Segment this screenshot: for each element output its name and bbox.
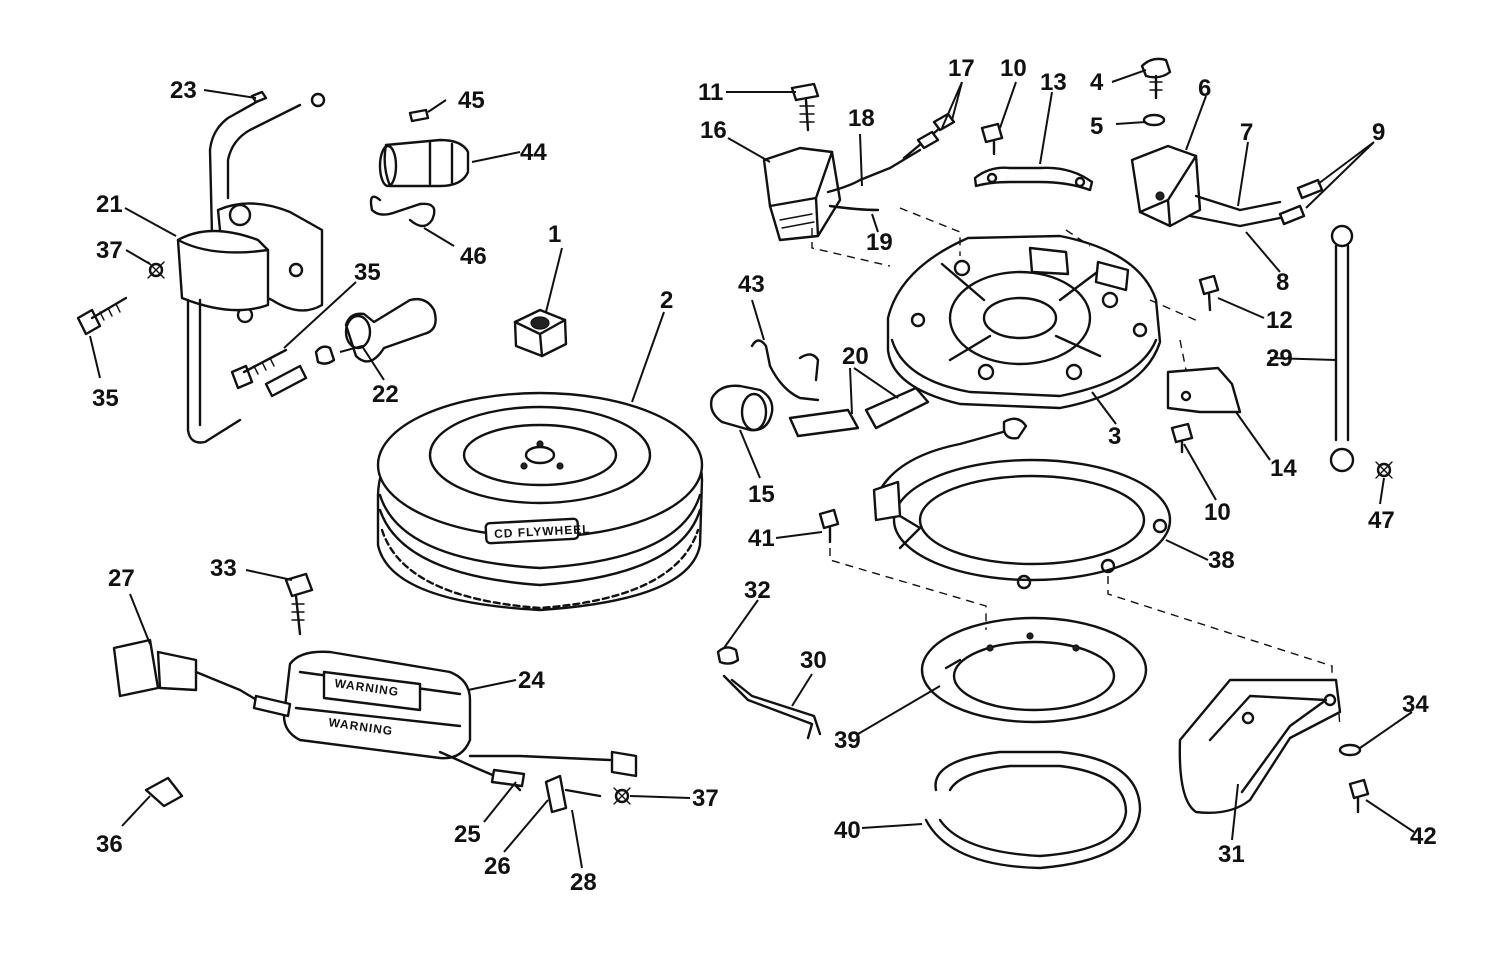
flywheel: CD FLYWHEEL xyxy=(376,391,704,612)
timer-base-ring xyxy=(818,417,1172,590)
callout-13: 13 xyxy=(1040,69,1067,96)
callout-18: 18 xyxy=(848,105,875,132)
flywheel-stamp: CD FLYWHEEL xyxy=(494,522,591,541)
callout-11: 11 xyxy=(698,79,723,106)
callout-12: 12 xyxy=(1266,307,1293,334)
callout-37-left: 37 xyxy=(96,237,123,264)
callout-27: 27 xyxy=(108,565,135,592)
callout-44: 44 xyxy=(520,139,547,166)
callout-25: 25 xyxy=(454,821,481,848)
callout-10-bottom: 10 xyxy=(1204,499,1231,526)
callout-26: 26 xyxy=(484,853,511,880)
mounting-bracket xyxy=(1178,678,1370,814)
callout-35-left: 35 xyxy=(92,385,119,412)
callout-43: 43 xyxy=(738,271,765,298)
callout-24: 24 xyxy=(518,667,545,694)
coil-screw-left xyxy=(76,261,165,336)
callout-39: 39 xyxy=(834,727,861,754)
callout-10-top: 10 xyxy=(1000,55,1027,82)
callout-40: 40 xyxy=(834,817,861,844)
callout-19: 19 xyxy=(866,229,893,256)
callout-36: 36 xyxy=(96,831,123,858)
callout-30: 30 xyxy=(800,647,827,674)
spark-plug-connector xyxy=(369,108,470,228)
callout-32: 32 xyxy=(744,577,771,604)
callout-17: 17 xyxy=(948,55,975,82)
callout-22: 22 xyxy=(372,381,399,408)
callout-31: 31 xyxy=(1218,841,1245,868)
charge-coil-right xyxy=(1130,57,1324,228)
callout-33: 33 xyxy=(210,555,237,582)
retaining-ring xyxy=(924,750,1142,870)
callout-35-right: 35 xyxy=(354,259,381,286)
callout-6: 6 xyxy=(1198,75,1211,102)
callout-2: 2 xyxy=(660,287,673,314)
callout-42: 42 xyxy=(1410,823,1437,850)
power-pack: WARNING WARNING xyxy=(112,572,472,760)
callout-47: 47 xyxy=(1368,507,1395,534)
callout-4: 4 xyxy=(1090,69,1104,96)
callout-20: 20 xyxy=(842,343,869,370)
armature-plate xyxy=(886,234,1162,410)
callout-34: 34 xyxy=(1402,691,1429,718)
callout-3: 3 xyxy=(1108,423,1121,450)
power-pack-leads xyxy=(144,750,638,814)
callout-1: 1 xyxy=(548,221,561,248)
callout-21: 21 xyxy=(96,191,123,218)
timer-retainer xyxy=(920,616,1148,724)
callout-45: 45 xyxy=(458,87,485,114)
callout-14: 14 xyxy=(1270,455,1297,482)
leader-lines xyxy=(89,69,1415,869)
callout-8: 8 xyxy=(1276,269,1289,296)
callout-15: 15 xyxy=(748,481,775,508)
flywheel-nut xyxy=(513,308,568,358)
callout-labels: 1 2 3 4 5 6 7 8 9 10 10 11 12 13 14 15 1… xyxy=(92,55,1437,896)
callout-9: 9 xyxy=(1372,119,1385,146)
callout-46: 46 xyxy=(460,243,487,270)
throttle-lever xyxy=(716,646,822,740)
callout-7: 7 xyxy=(1240,119,1253,146)
callout-23: 23 xyxy=(170,77,197,104)
callout-16: 16 xyxy=(700,117,727,144)
callout-38: 38 xyxy=(1208,547,1235,574)
callout-37-bottom: 37 xyxy=(692,785,719,812)
callout-41: 41 xyxy=(748,525,775,552)
callout-5: 5 xyxy=(1090,113,1103,140)
timer-base-parts xyxy=(1166,274,1242,454)
coil-screw-right-and-boot xyxy=(230,297,437,398)
stator-lead-boot xyxy=(709,339,930,438)
callout-28: 28 xyxy=(570,869,597,896)
ignition-coil xyxy=(176,90,326,444)
callout-29: 29 xyxy=(1266,345,1293,372)
ground-lead xyxy=(1329,224,1393,479)
retainer-strap xyxy=(973,122,1094,192)
